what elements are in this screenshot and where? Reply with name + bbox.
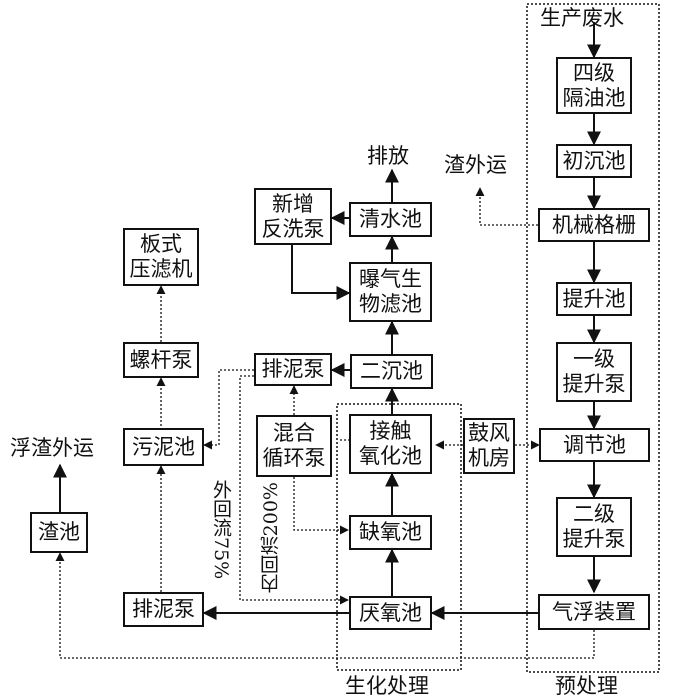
contact-oxidation-box[interactable]: 接触 氧化池 bbox=[349, 414, 432, 474]
flow-grille-slagout bbox=[475, 187, 538, 226]
pretreatment-boundary bbox=[526, 3, 660, 673]
discharge-label: 排放 bbox=[367, 144, 409, 168]
sludge-pond-box[interactable]: 污泥池 bbox=[123, 428, 204, 466]
internal-reflux-label: 内回流200% bbox=[260, 482, 282, 594]
filter-press-box[interactable]: 板式 压滤机 bbox=[123, 228, 199, 286]
lift-pond-box[interactable]: 提升池 bbox=[556, 282, 632, 316]
biochem-label: 生化处理 bbox=[345, 674, 429, 698]
grille-box[interactable]: 机械格栅 bbox=[538, 208, 650, 242]
baf-box[interactable]: 曝气生 物滤池 bbox=[349, 262, 432, 322]
flow-external-reflux bbox=[239, 375, 349, 605]
secondary-settling-box[interactable]: 二沉池 bbox=[350, 354, 433, 389]
flow-mixed-anoxic bbox=[293, 477, 349, 535]
primary-settling-box[interactable]: 初沉池 bbox=[556, 144, 632, 178]
biochem-boundary bbox=[336, 403, 462, 671]
pretreatment-label: 预处理 bbox=[555, 674, 618, 698]
air-flotation-box[interactable]: 气浮装置 bbox=[538, 594, 650, 630]
anoxic-box[interactable]: 缺氧池 bbox=[349, 515, 432, 550]
flow-backwash-baf bbox=[291, 245, 351, 300]
sludge-pump-top-box[interactable]: 排泥泵 bbox=[254, 353, 332, 386]
screw-pump-box[interactable]: 螺杆泵 bbox=[123, 342, 199, 378]
flow-sludgepump-pond bbox=[203, 369, 254, 450]
scum-out-label: 浮渣外运 bbox=[10, 436, 94, 460]
anaerobic-box[interactable]: 厌氧池 bbox=[349, 596, 432, 630]
oil-separator-box[interactable]: 四级 隔油池 bbox=[556, 57, 632, 114]
equalization-box[interactable]: 调节池 bbox=[539, 428, 650, 462]
external-reflux-label: 外回流75% bbox=[210, 480, 232, 580]
blower-box[interactable]: 鼓风 机房 bbox=[463, 418, 515, 474]
mixed-pump-box[interactable]: 混合 循环泵 bbox=[256, 415, 332, 477]
flow-flotation-slag bbox=[55, 552, 595, 659]
lift-pump-1-box[interactable]: 一级 提升泵 bbox=[556, 342, 632, 402]
clear-water-box[interactable]: 清水池 bbox=[349, 202, 432, 237]
backwash-pump-box[interactable]: 新增 反洗泵 bbox=[254, 188, 332, 245]
lift-pump-2-box[interactable]: 二级 提升泵 bbox=[556, 497, 632, 557]
slag-pond-box[interactable]: 渣池 bbox=[30, 512, 88, 553]
sludge-pump-bottom-box[interactable]: 排泥泵 bbox=[123, 592, 204, 627]
wastewater-label: 生产废水 bbox=[540, 6, 624, 30]
slag-out-label: 渣外运 bbox=[444, 153, 507, 177]
